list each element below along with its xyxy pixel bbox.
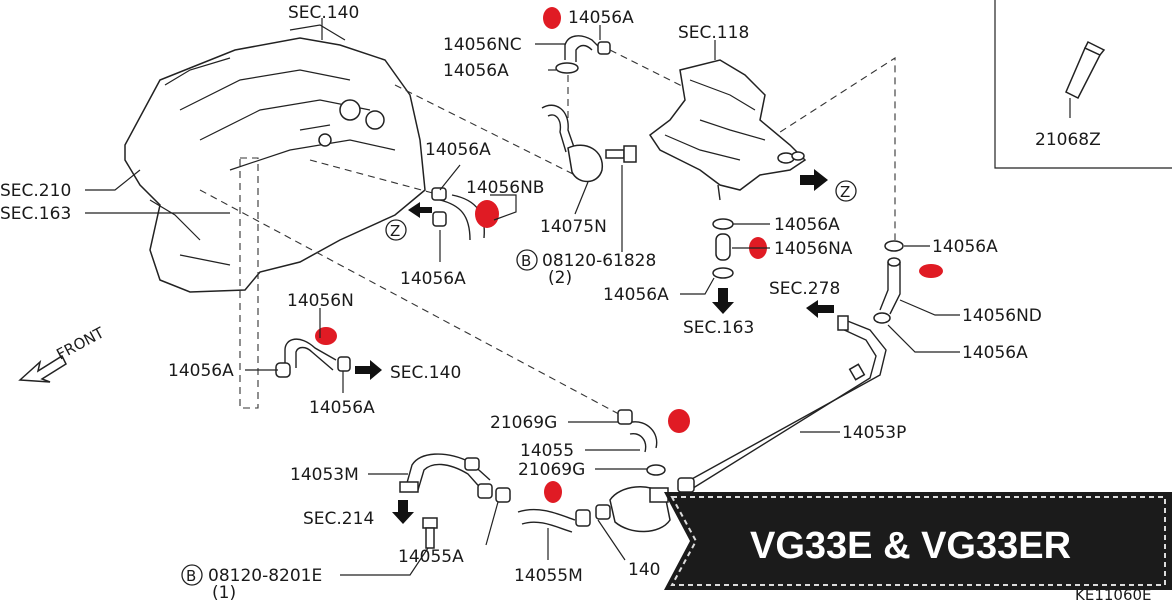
label-corner-code: KE11060E — [1075, 586, 1152, 600]
label-sec163-left: SEC.163 — [0, 204, 71, 224]
label-14055: 14055 — [520, 441, 574, 461]
pipe-14053p — [677, 315, 887, 493]
label-bolt-08120-8201e: 08120-8201E — [208, 566, 322, 586]
label-14075n: 14075N — [540, 217, 607, 237]
b-marker-bottom: B — [186, 567, 196, 585]
arrow-sec163-down — [712, 288, 734, 314]
label-bolt-qty-2: (2) — [548, 268, 572, 288]
b-marker-top-icon — [516, 249, 538, 271]
label-14056a-right: 14056A — [932, 237, 998, 257]
label-14056a-n-left: 14056A — [168, 361, 234, 381]
highlight-dot-14056nd — [919, 264, 943, 278]
model-banner: VG33E & VG33ER — [664, 492, 1172, 590]
highlight-dot-14056n — [315, 327, 337, 345]
label-sec214: SEC.214 — [303, 509, 374, 529]
label-14056a-nc-low: 14056A — [443, 61, 509, 81]
banner-title: VG33E & VG33ER — [750, 525, 1071, 567]
label-14056a-nb-low: 14056A — [400, 269, 466, 289]
hose-14075n-group — [541, 104, 637, 183]
water-outlet-housing-icon — [648, 59, 807, 201]
label-21069g-2: 21069G — [518, 460, 585, 480]
hose-14055-group — [617, 409, 690, 476]
label-sec140-right: SEC.140 — [390, 363, 461, 383]
highlight-dot-14055m — [544, 481, 562, 503]
arrow-sec278 — [806, 300, 834, 318]
b-marker-top: B — [521, 252, 531, 270]
hose-14056nc-group — [543, 7, 611, 74]
hose-14055m-group — [517, 481, 591, 533]
label-front: FRONT — [53, 323, 107, 363]
label-21068z: 21068Z — [1035, 130, 1101, 150]
highlight-dot-14056nc — [543, 7, 561, 29]
water-valve-icon — [595, 486, 671, 533]
hose-14056nb-group — [431, 187, 499, 241]
label-14056a-top: 14056A — [568, 8, 634, 28]
label-bolt-qty-1: (1) — [212, 583, 236, 600]
highlight-dot-14056nb — [475, 200, 499, 228]
hose-14056nd-group — [873, 240, 943, 324]
label-14055m: 14055M — [514, 566, 583, 586]
b-marker-bottom-icon — [181, 564, 203, 586]
front-arrow-icon — [18, 354, 67, 383]
label-14053m: 14053M — [290, 465, 359, 485]
label-14055a: 14055A — [398, 547, 464, 567]
arrow-sec214-down — [392, 500, 414, 524]
label-sec163-mid: SEC.163 — [683, 318, 754, 338]
z-marker-right: Z — [840, 183, 850, 201]
label-sec118: SEC.118 — [678, 23, 749, 43]
label-sec210: SEC.210 — [0, 181, 71, 201]
sealant-tube-icon — [1065, 40, 1106, 118]
label-14056n: 14056N — [287, 291, 354, 311]
label-14056a-engine: 14056A — [425, 140, 491, 160]
hose-14056n-group — [275, 327, 351, 378]
label-14056a-mid1: 14056A — [774, 215, 840, 235]
label-14056a-mid2: 14056A — [603, 285, 669, 305]
z-marker-left: Z — [390, 222, 400, 240]
bolt-icon — [422, 517, 438, 549]
hose-14056na-group — [712, 218, 767, 279]
label-14056nc: 14056NC — [443, 35, 522, 55]
inset-box: 21068Z — [994, 0, 1172, 169]
label-140-cut: 140 — [628, 560, 660, 580]
highlight-dot-14055 — [668, 409, 690, 433]
label-14056nd: 14056ND — [962, 306, 1042, 326]
label-14056nb: 14056NB — [466, 178, 544, 198]
label-sec278: SEC.278 — [769, 279, 840, 299]
engine-block-icon — [124, 24, 426, 293]
label-sec140-top: SEC.140 — [288, 3, 359, 23]
z-arrow-right: Z — [800, 169, 857, 202]
label-bolt-08120-61828: 08120-61828 — [542, 251, 656, 271]
hose-14053m-group — [399, 453, 511, 503]
label-14056a-right-low: 14056A — [962, 343, 1028, 363]
label-14056na: 14056NA — [774, 239, 853, 259]
label-21069g-1: 21069G — [490, 413, 557, 433]
label-14053p: 14053P — [842, 423, 906, 443]
label-14056a-n-low: 14056A — [309, 398, 375, 418]
z-arrow-left: Z — [385, 202, 432, 241]
arrow-sec140-right — [355, 360, 382, 380]
